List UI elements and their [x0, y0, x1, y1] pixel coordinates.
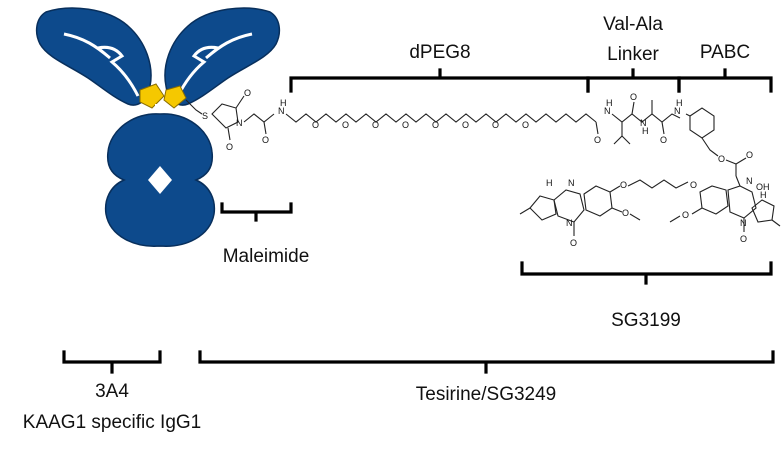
ala-h: H: [642, 126, 649, 136]
pabc-n: N: [674, 106, 681, 116]
label-dpeg8: dPEG8: [409, 42, 470, 63]
ala-o: O: [660, 135, 667, 145]
fab-arm-right: [164, 7, 281, 106]
maleimide-ring: [211, 103, 239, 129]
svg-text:O: O: [570, 238, 577, 248]
svg-text:O: O: [620, 180, 627, 190]
svg-text:N: N: [568, 178, 575, 188]
amide-n1: N: [278, 106, 285, 116]
bracket-tesirine: [198, 350, 775, 374]
maleimide-n: N: [236, 118, 243, 128]
svg-text:N: N: [566, 218, 573, 228]
pabc-h: H: [676, 98, 683, 108]
amide-h2: H: [606, 98, 613, 108]
svg-text:O: O: [432, 120, 439, 130]
pbd-dimer: H N N O O O O O N OH N: [519, 176, 781, 248]
svg-text:O: O: [462, 120, 469, 130]
fc-center-gap: [148, 166, 172, 194]
svg-text:O: O: [690, 180, 697, 190]
svg-text:OH: OH: [756, 182, 770, 192]
carbamate-o1: O: [718, 154, 725, 164]
label-pabc: PABC: [700, 42, 750, 63]
label-tesirine: Tesirine/SG3249: [416, 384, 556, 405]
pabc-ring: [689, 107, 715, 139]
svg-text:O: O: [492, 120, 499, 130]
fab-arm-left: [35, 7, 152, 106]
bracket-pabc: [677, 68, 773, 93]
antibody-illustration: [35, 7, 281, 247]
hinge-left: [139, 83, 165, 109]
svg-text:O: O: [342, 120, 349, 130]
label-antibody-name: 3A4: [95, 381, 129, 402]
label-antibody-description: KAAG1 specific IgG1: [23, 412, 201, 433]
amide-n2: N: [604, 106, 611, 116]
amide-h1: H: [280, 98, 287, 108]
hinge-right: [163, 85, 187, 109]
svg-text:N: N: [740, 218, 747, 228]
svg-text:H: H: [760, 190, 767, 200]
ala-n: N: [640, 118, 647, 128]
svg-text:O: O: [622, 208, 629, 218]
svg-text:O: O: [312, 120, 319, 130]
label-val-ala: Val-Ala: [603, 14, 663, 35]
sulfur-atom: S: [202, 111, 208, 121]
label-linker: Linker: [607, 44, 659, 65]
light-chain-left: [63, 32, 140, 97]
val-o: O: [630, 92, 637, 102]
maleimide-o2: O: [226, 142, 233, 152]
chemical-structure: S O O N O N H O O O O O O O O O N H: [185, 88, 781, 248]
amide-o2: O: [594, 135, 601, 145]
bracket-sg3199: [520, 261, 773, 285]
brackets: [62, 68, 775, 374]
svg-text:O: O: [402, 120, 409, 130]
svg-text:H: H: [546, 178, 553, 188]
svg-text:O: O: [740, 234, 747, 244]
light-chain-right: [176, 32, 253, 97]
bracket-dpeg8: [289, 68, 590, 93]
svg-text:O: O: [372, 120, 379, 130]
bracket-antibody: [62, 350, 162, 374]
svg-text:O: O: [522, 120, 529, 130]
peg-chain: [285, 113, 597, 123]
label-sg3199: SG3199: [611, 310, 681, 331]
peg-oxygens: O O O O O O O O: [312, 120, 529, 130]
labels: dPEG8 Val-Ala Linker PABC Maleimide SG31…: [23, 14, 750, 433]
amide-o1: O: [262, 135, 269, 145]
label-maleimide: Maleimide: [223, 246, 310, 267]
carbamate-o2: O: [746, 150, 753, 160]
maleimide-o1: O: [244, 88, 251, 98]
svg-text:N: N: [746, 176, 753, 186]
bracket-val-ala-linker: [586, 68, 681, 93]
svg-text:O: O: [682, 210, 689, 220]
bracket-maleimide: [220, 202, 293, 222]
